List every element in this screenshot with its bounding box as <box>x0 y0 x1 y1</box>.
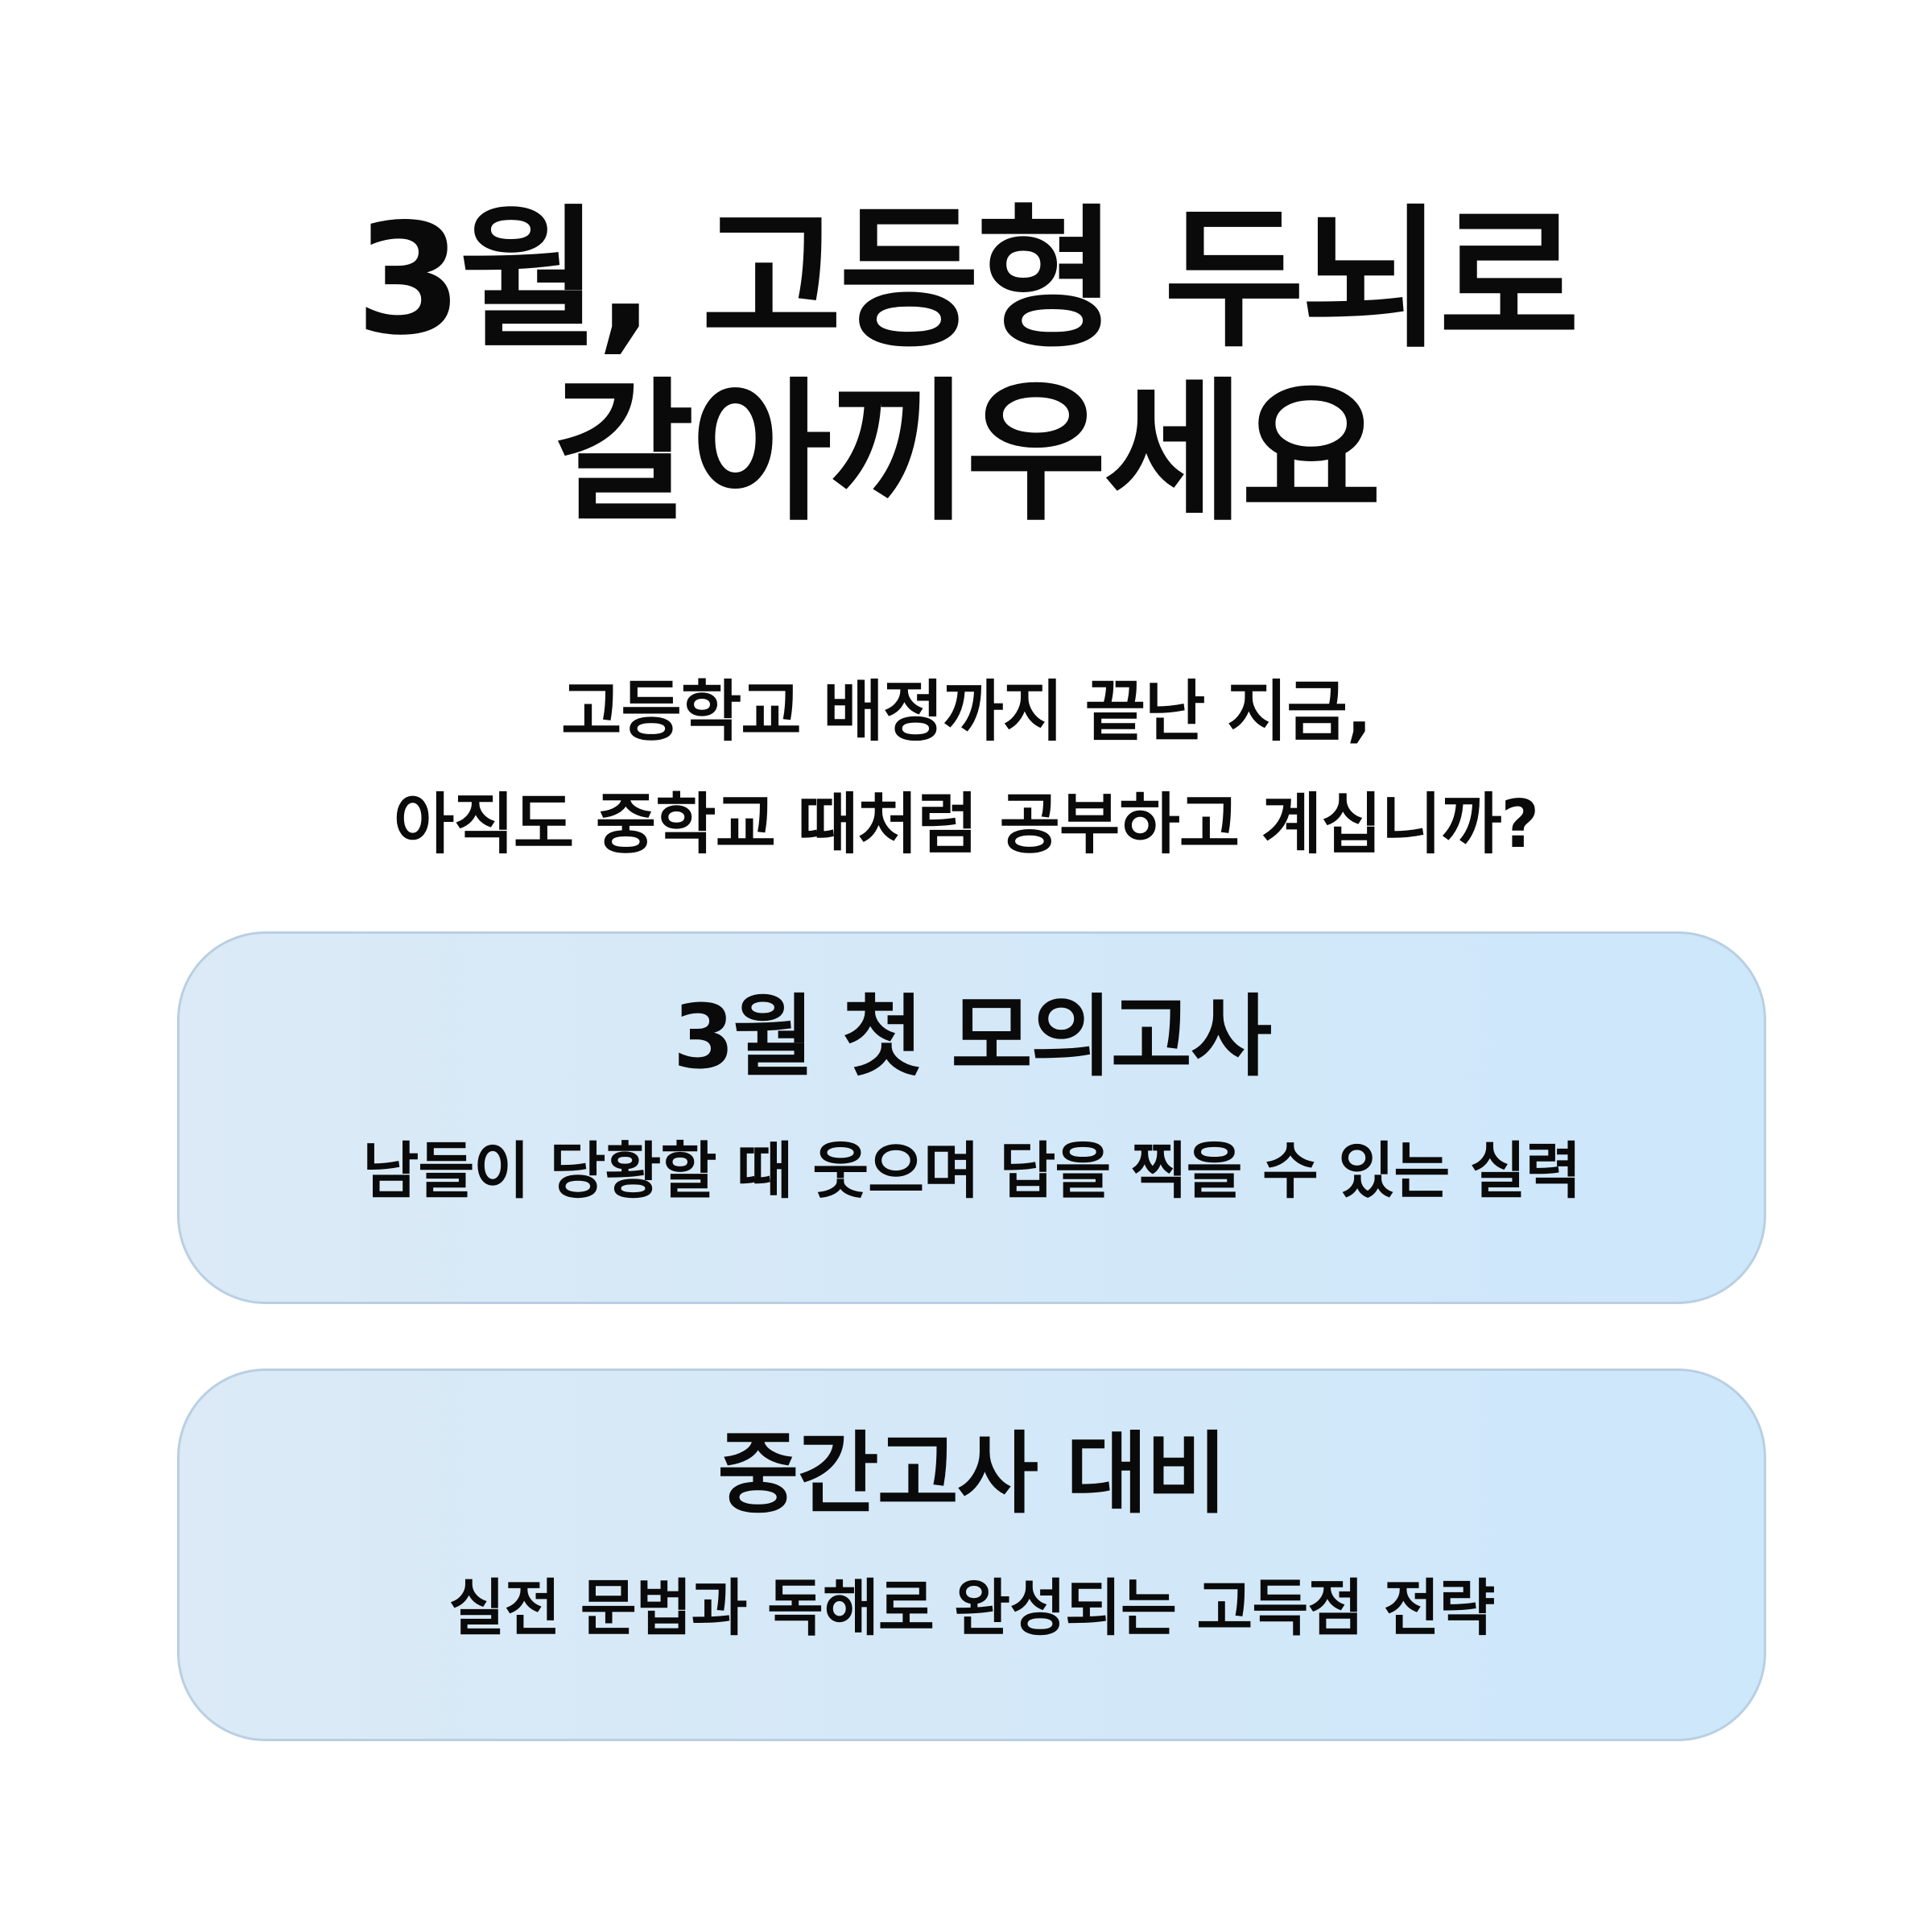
mock-exam-card: 3월 첫 모의고사 남들이 당황할 때 웃으며 답을 찍을 수 있는 실력 <box>177 931 1766 1304</box>
intro-line-1: 고등학교 배정까지 끝난 지금, <box>560 674 1372 750</box>
mock-exam-card-title: 3월 첫 모의고사 <box>672 985 1272 1088</box>
midterm-card-description: 실전 문법과 독해로 완성되는 고득점 전략 <box>448 1572 1496 1644</box>
headline-line-1: 3월, 고등형 두뇌로 <box>355 191 1579 369</box>
intro-text: 고등학교 배정까지 끝난 지금, 아직도 중학교 때처럼 공부하고 계십니까? <box>0 656 1932 881</box>
intro-line-2: 아직도 중학교 때처럼 공부하고 계십니까? <box>393 786 1539 863</box>
midterm-card: 중간고사 대비 실전 문법과 독해로 완성되는 고득점 전략 <box>177 1368 1766 1741</box>
headline-line-2: 갈아끼우세요 <box>553 364 1382 542</box>
midterm-card-title: 중간고사 대비 <box>717 1422 1228 1525</box>
mock-exam-card-description: 남들이 당황할 때 웃으며 답을 찍을 수 있는 실력 <box>362 1135 1581 1207</box>
headline: 3월, 고등형 두뇌로 갈아끼우세요 <box>0 193 1932 539</box>
